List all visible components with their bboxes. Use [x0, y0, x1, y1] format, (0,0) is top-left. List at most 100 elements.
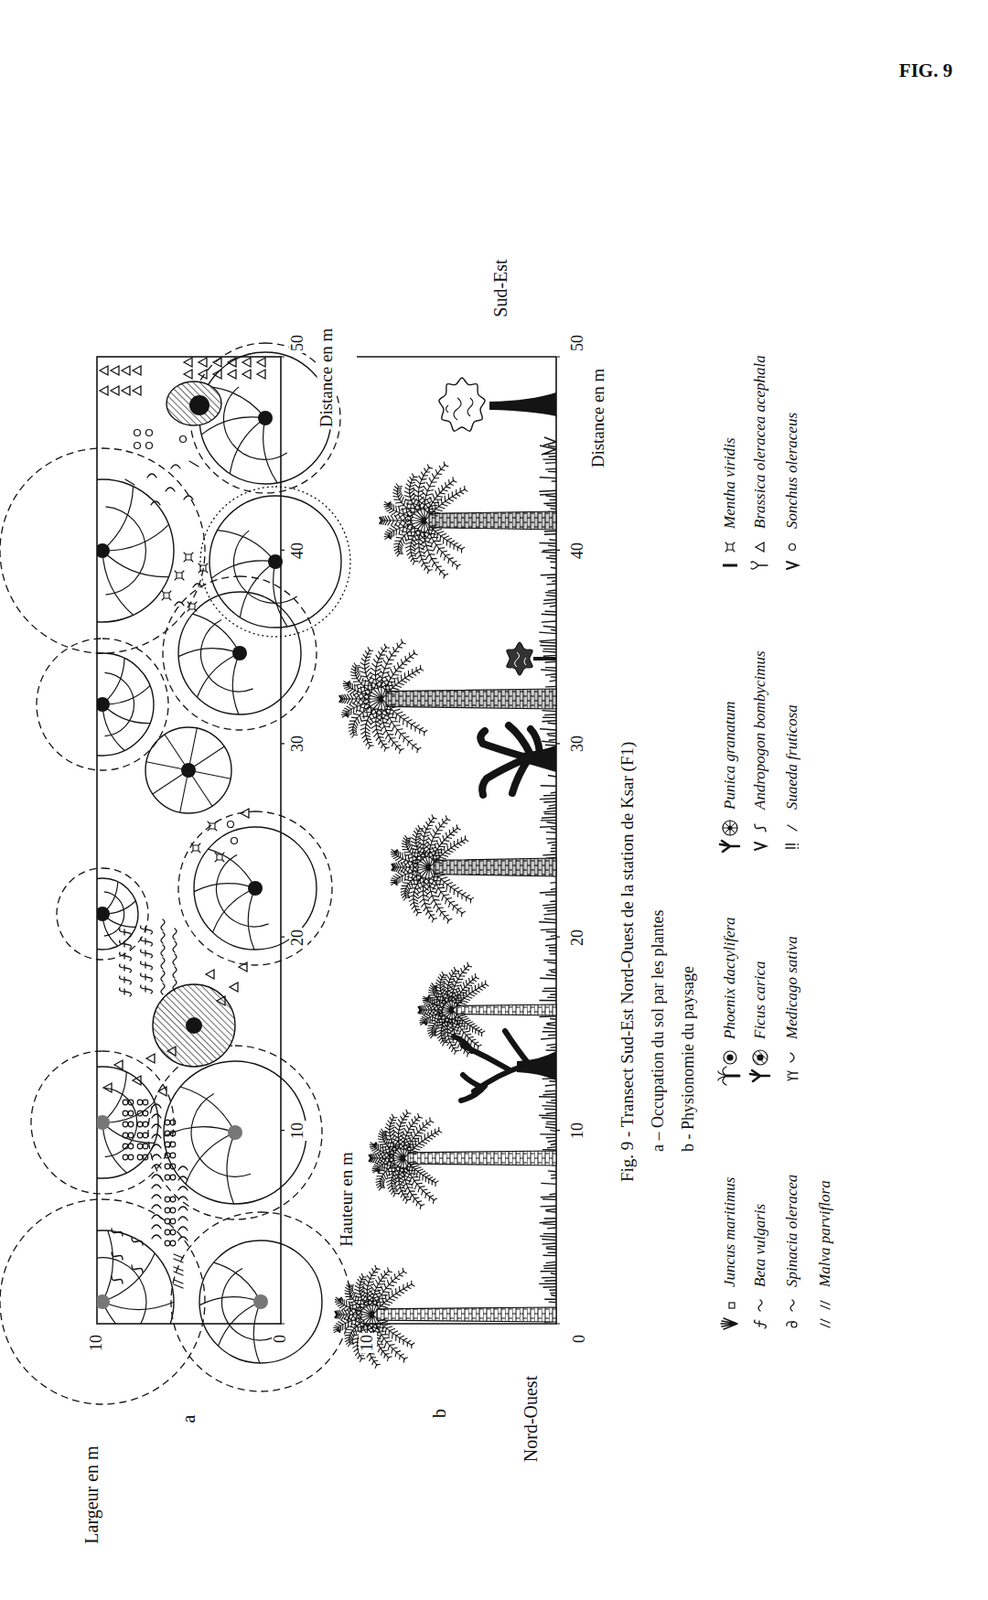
- tick-number: 10: [358, 1332, 377, 1354]
- legend-entry: Suaeda fruticosa: [783, 702, 802, 812]
- legend-entry: Malva parviflora: [816, 1178, 835, 1289]
- drawing-stroke: [96, 878, 139, 950]
- date-palm: [390, 814, 558, 924]
- drawing-stroke: [247, 880, 263, 896]
- axis-title: Largeur en m: [81, 1443, 102, 1546]
- drawing-stroke: [137, 1099, 143, 1106]
- drawing-stroke: [785, 844, 799, 849]
- drawing-stroke: [151, 1194, 162, 1199]
- drawing-stroke: [198, 563, 208, 573]
- drawing-stroke: [170, 1163, 176, 1170]
- panel-letter: b: [429, 1406, 450, 1420]
- drawing-stroke: [268, 554, 283, 570]
- drawing-stroke: [227, 369, 237, 379]
- drawing-stroke: [137, 1121, 143, 1128]
- drawing-stroke: [189, 395, 210, 416]
- drawing-stroke: [142, 1121, 149, 1128]
- drawing-stroke: [164, 1196, 171, 1203]
- tick-number: 40: [289, 540, 308, 561]
- legend-entry: Medicago sativa: [783, 934, 802, 1042]
- drawing-stroke: [515, 652, 527, 667]
- drawing-stroke: [752, 1050, 768, 1065]
- legend-entry: Phoenix dactylifera: [721, 914, 740, 1042]
- drawing-stroke: [132, 386, 141, 396]
- drawing-stroke: [820, 1300, 830, 1310]
- drawing-stroke: [754, 842, 766, 850]
- axis-ticks: [280, 356, 560, 1324]
- caption-line: a – Occupation du sol par les plantes: [649, 908, 668, 1154]
- legend-entry: Beta vulgaris: [751, 1202, 770, 1289]
- drawing-stroke: [151, 1104, 162, 1108]
- drawing-stroke: [140, 985, 153, 994]
- drawing-stroke: [178, 1226, 188, 1231]
- drawing-stroke: [170, 1174, 176, 1181]
- fig-bush: [480, 725, 557, 795]
- drawing-stroke: [96, 653, 154, 756]
- drawing-stroke: [171, 1212, 351, 1392]
- drawing-stroke: [178, 1216, 188, 1221]
- axis-title: Distance en m: [317, 326, 337, 430]
- drawing-stroke: [185, 1017, 203, 1034]
- drawing-stroke: [216, 996, 226, 1006]
- drawing-stroke: [199, 1262, 275, 1364]
- drawing-stroke: [119, 952, 132, 961]
- drawing-stroke: [151, 1154, 162, 1159]
- drawing-stroke: [132, 365, 141, 376]
- drawing-stroke: [170, 1240, 176, 1246]
- drawing-stroke: [167, 1046, 176, 1056]
- drawing-stroke: [140, 925, 153, 935]
- drawing-stroke: [820, 1319, 830, 1328]
- drawing-stroke: [183, 495, 194, 500]
- drawing-stroke: [719, 840, 740, 852]
- drawing-stroke: [142, 1154, 149, 1160]
- figure-number: FIG. 9: [899, 60, 953, 82]
- legend-symbols: [718, 542, 830, 1330]
- drawing-stroke: [56, 868, 149, 960]
- drawing-stroke: [148, 1045, 323, 1220]
- drawing-stroke: [339, 639, 429, 754]
- drawing-stroke: [96, 697, 110, 712]
- legend-entry: Spinacia oleracea: [783, 1172, 802, 1289]
- legend-entry: Mentha viridis: [721, 435, 740, 531]
- direction-label: Sud-Est: [490, 257, 511, 319]
- pomegranate-canopy: [145, 727, 232, 814]
- fig-canopy: [152, 381, 236, 1067]
- drawing-stroke: [718, 1066, 727, 1085]
- tick-number: 10: [289, 1120, 308, 1141]
- drawing-stroke: [173, 1279, 183, 1289]
- drawing-stroke: [193, 583, 203, 588]
- drawing-stroke: [750, 1070, 770, 1082]
- drawing-stroke: [242, 357, 251, 367]
- tick-number: 50: [569, 332, 588, 354]
- drawing-stroke: [161, 945, 165, 956]
- drawing-stroke: [146, 728, 231, 813]
- drawing-stroke: [151, 1214, 162, 1219]
- drawing-stroke: [146, 1053, 155, 1064]
- drawing-stroke: [240, 808, 249, 818]
- drawing-stroke: [193, 848, 269, 950]
- drawing-stroke: [257, 357, 266, 367]
- drawing-stroke: [199, 352, 332, 484]
- drawing-stroke: [722, 820, 738, 836]
- tick-number: 0: [570, 1332, 590, 1345]
- palm-canopy: [162, 576, 317, 731]
- drawing-stroke: [137, 1154, 143, 1160]
- drawing-stroke: [111, 1276, 123, 1284]
- drawing-stroke: [172, 979, 177, 991]
- drawing-stroke: [142, 1110, 149, 1117]
- drawing-stroke: [151, 1164, 162, 1169]
- drawing-stroke: [172, 941, 177, 953]
- drawing-stroke: [725, 542, 735, 552]
- drawing-stroke: [142, 1143, 149, 1150]
- legend-entry: Punica granatum: [721, 698, 740, 812]
- drawing-stroke: [96, 1230, 174, 1324]
- palm-canopy: [36, 638, 169, 771]
- drawing-stroke: [480, 725, 540, 795]
- drawing-stroke: [232, 645, 247, 661]
- drawing-stroke: [257, 410, 273, 426]
- drawing-stroke: [751, 561, 768, 570]
- direction-label: Nord-Ouest: [520, 1374, 541, 1464]
- tick-number: 0: [271, 1332, 290, 1345]
- drawing-stroke: [174, 601, 184, 606]
